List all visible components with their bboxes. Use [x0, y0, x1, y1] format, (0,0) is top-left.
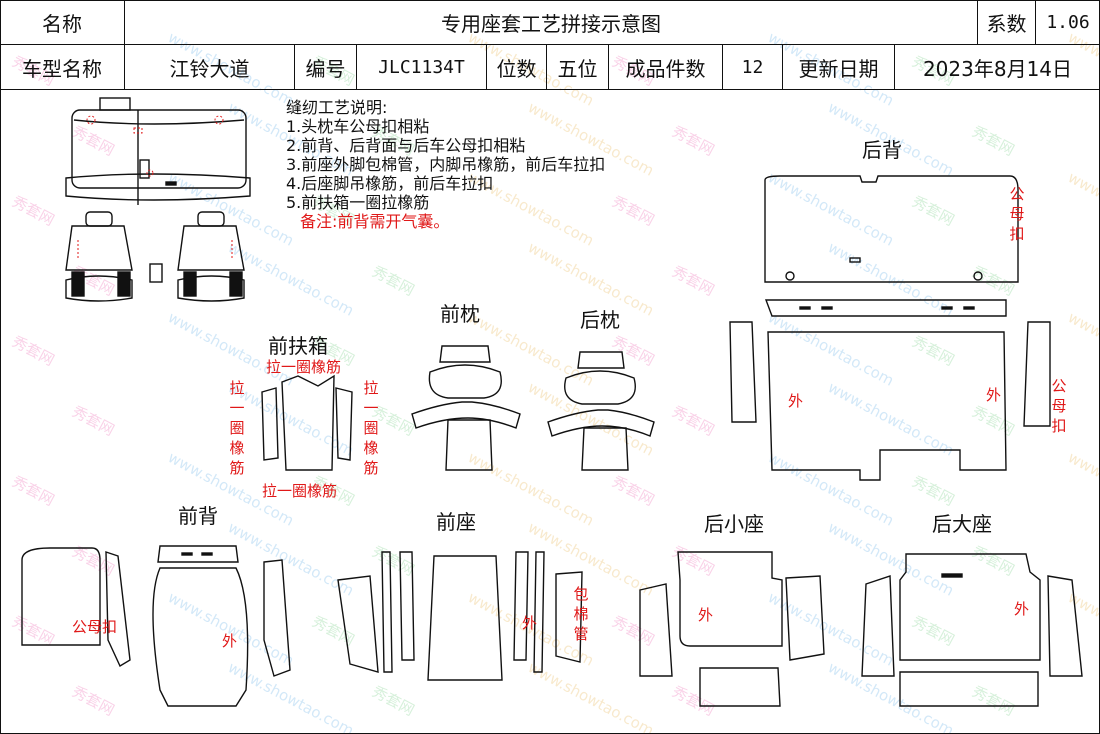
annotation-male-female-clip: 公母扣 [72, 618, 118, 636]
label-rear-pillow: 后枕 [580, 308, 620, 332]
annotation-elastic-loop: 拉一圈橡筋 [363, 379, 379, 477]
annotation-outside: 外 [522, 614, 538, 632]
rear-pillow-drawing [547, 351, 655, 471]
seat-overview-drawing [65, 97, 251, 302]
label-front-armrest: 前扶箱 [268, 334, 328, 358]
note-item: 4.后座脚吊橡筋，前后车拉扣 [286, 174, 494, 193]
front-seat-drawing [337, 551, 583, 681]
code-label: 编号 [295, 45, 357, 90]
label-front-seat: 前座 [436, 510, 476, 534]
pos-value: 五位 [547, 45, 609, 90]
note-remark: 备注:前背需开气囊。 [300, 212, 450, 231]
front-armrest-drawing [261, 374, 353, 471]
model-value: 江铃大道 [125, 45, 295, 90]
annotation-elastic-loop: 拉一圈橡筋 [262, 482, 338, 500]
annotation-outside: 外 [222, 632, 238, 650]
note-item: 3.前座外脚包棉管，内脚吊橡筋，前后车拉扣 [286, 155, 606, 174]
label-front-pillow: 前枕 [440, 302, 480, 326]
annotation-male-female-clip: 公母扣 [1051, 377, 1067, 435]
pos-label: 位数 [487, 45, 547, 90]
coef-value: 1.06 [1036, 0, 1100, 45]
annotation-elastic-loop: 拉一圈橡筋 [229, 379, 245, 477]
annotation-elastic-loop: 拉一圈橡筋 [266, 358, 342, 376]
rear-small-seat-drawing [639, 551, 825, 707]
pieces-label: 成品件数 [609, 45, 723, 90]
annotation-outside: 外 [1014, 600, 1030, 618]
model-label: 车型名称 [0, 45, 125, 90]
header-table: 名称 专用座套工艺拼接示意图 系数 1.06 车型名称 江铃大道 编号 JLC1… [0, 0, 1100, 90]
name-label: 名称 [0, 0, 125, 45]
label-rear-back: 后背 [862, 138, 902, 162]
annotation-outside: 外 [698, 606, 714, 624]
annotation-wrap-cotton-tube: 包棉管 [573, 585, 589, 643]
pieces-value: 12 [723, 45, 783, 90]
coef-label: 系数 [978, 0, 1036, 45]
update-label: 更新日期 [783, 45, 895, 90]
note-item: 2.前背、后背面与后车公母扣相粘 [286, 136, 526, 155]
rear-back-drawing [729, 175, 1051, 481]
front-pillow-drawing [411, 345, 521, 471]
page-title: 专用座套工艺拼接示意图 [125, 0, 978, 45]
annotation-male-female-clip: 公母扣 [1009, 185, 1025, 243]
code-value: JLC1134T [357, 45, 487, 90]
label-front-back: 前背 [178, 504, 218, 528]
annotation-outside: 外 [986, 386, 1002, 404]
note-item: 1.头枕车公母扣相粘 [286, 117, 430, 136]
sewing-notes: 缝纫工艺说明: 1.头枕车公母扣相粘 2.前背、后背面与后车公母扣相粘 3.前座… [286, 98, 605, 231]
annotation-outside: 外 [788, 392, 804, 410]
notes-title: 缝纫工艺说明: [286, 98, 388, 117]
label-rear-big-seat: 后大座 [932, 512, 992, 536]
front-back-drawing [21, 545, 291, 707]
label-rear-small-seat: 后小座 [704, 512, 764, 536]
rear-big-seat-drawing [861, 553, 1083, 707]
update-value: 2023年8月14日 [895, 45, 1100, 90]
note-item: 5.前扶箱一圈拉橡筋 [286, 193, 430, 212]
